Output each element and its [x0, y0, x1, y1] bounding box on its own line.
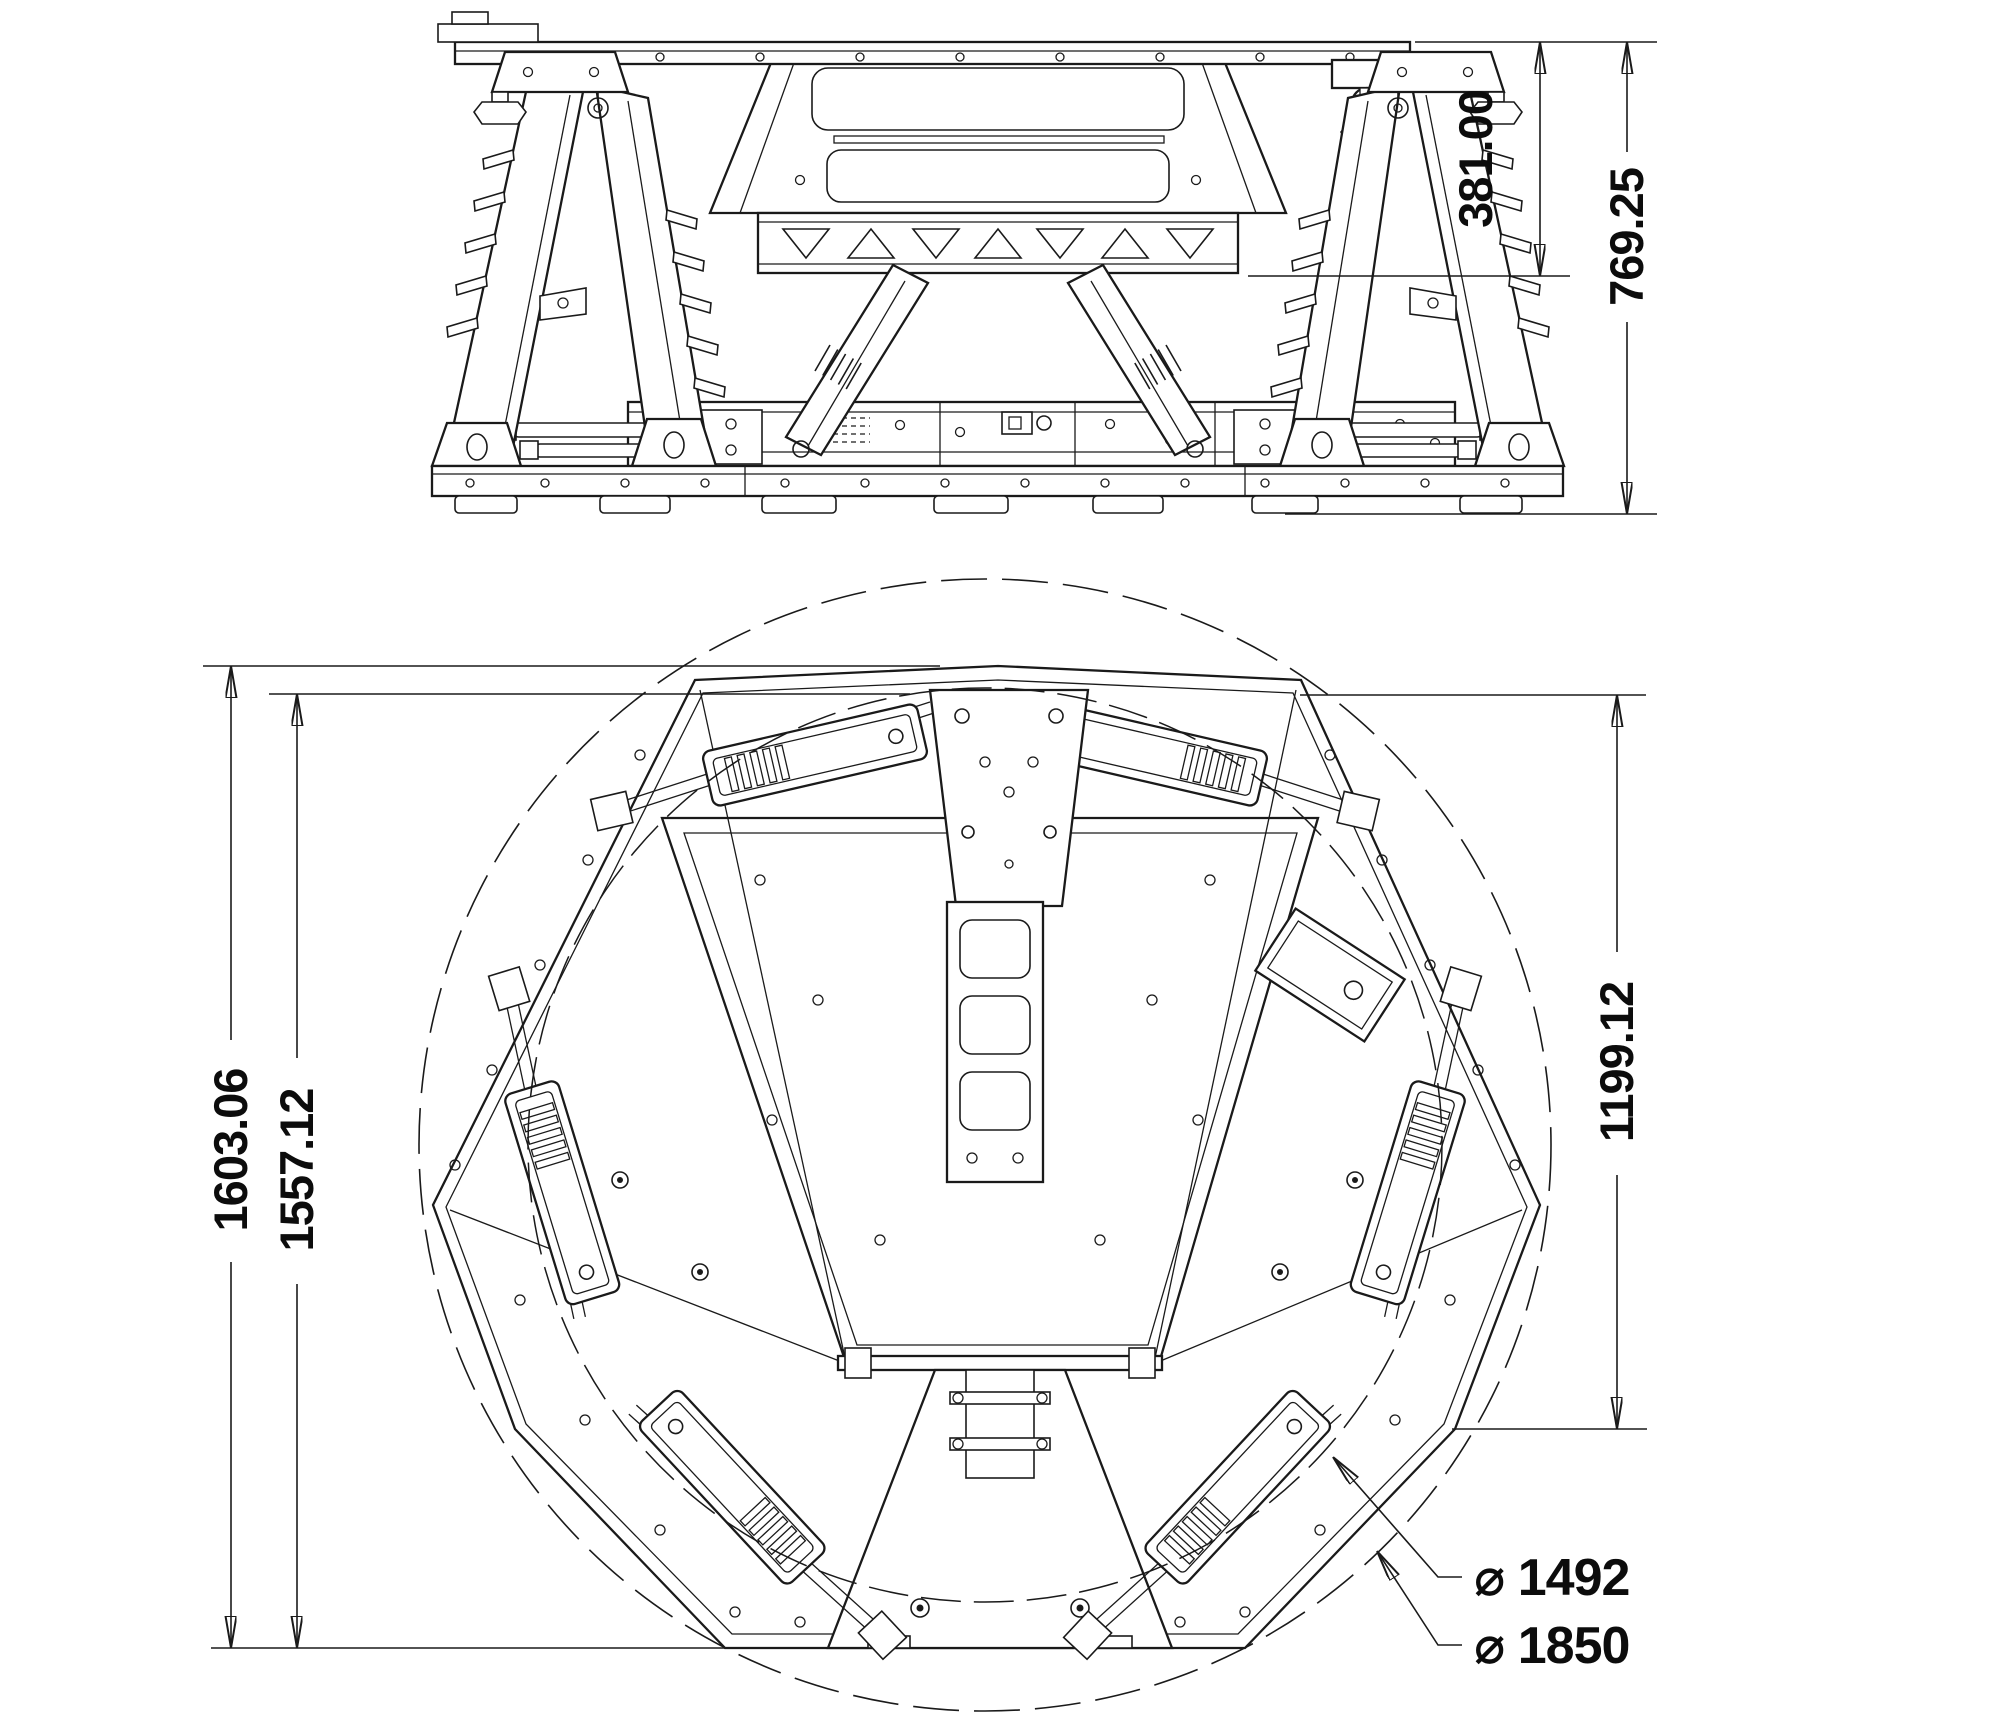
front-elevation-view: 381.00 769.25: [430, 11, 1657, 515]
front-view-dimensions: 381.00 769.25: [1248, 41, 1657, 515]
outer-diameter-circle: [418, 578, 1552, 1712]
dim-label-right-width: 1199.12: [1590, 982, 1643, 1142]
lower-center-structure: [826, 1347, 1174, 1650]
inner-diameter-circle: [527, 687, 1443, 1603]
leader-outer-diameter: [1377, 1551, 1462, 1646]
dim-label-overall-length: 1603.06: [204, 1069, 257, 1232]
center-ladder-column: [945, 900, 1045, 1184]
leader-inner-diameter: [1333, 1457, 1462, 1578]
dim-label-platform-height: 381.00: [1449, 90, 1502, 228]
access-panel: [1253, 906, 1407, 1044]
plan-view-dimensions: 1603.06 1557.12 1199.12 ⌀ 1492 ⌀ 1850: [203, 665, 1647, 1675]
dim-label-overall-height: 769.25: [1600, 168, 1653, 306]
platform-interface-bracket: [928, 688, 1090, 908]
tower-frame: [708, 46, 1288, 215]
truss-beam: [756, 211, 1240, 275]
dim-label-plate-length: 1557.12: [270, 1089, 323, 1252]
plan-view: 1603.06 1557.12 1199.12 ⌀ 1492 ⌀ 1850: [203, 578, 1647, 1712]
dia-label-outer: ⌀ 1850: [1474, 1617, 1629, 1675]
power-switch: [1001, 411, 1033, 435]
base-plate: [430, 464, 1565, 514]
plan-bolts: [449, 749, 1521, 1628]
dia-label-inner: ⌀ 1492: [1474, 1549, 1629, 1607]
